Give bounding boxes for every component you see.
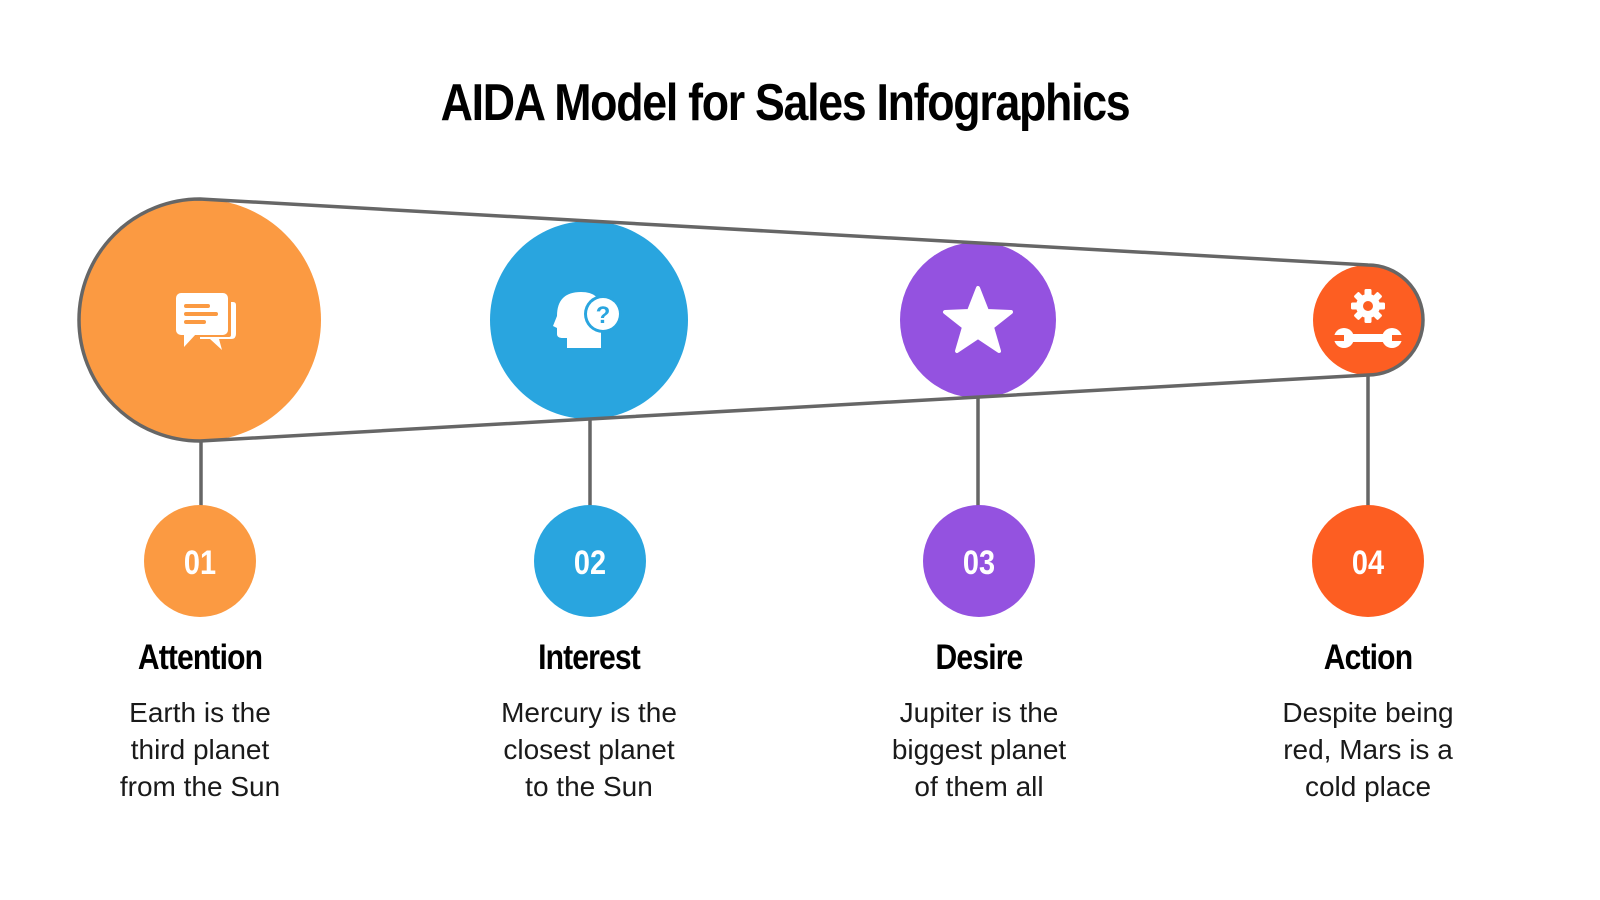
chat-bubbles-icon [176,293,236,350]
description-line: biggest planet [891,734,1067,765]
number-badge-2 [534,505,646,617]
description-line: red, Mars is a [1283,734,1453,765]
step-number-3: 03 [963,543,995,582]
step-number-2: 02 [574,543,606,582]
description-line: Earth is the [129,697,271,728]
number-badge-4 [1312,505,1424,617]
description-line: cold place [1304,771,1432,802]
description-line: from the Sun [119,771,281,802]
description-line: closest planet [503,734,675,765]
description-line: of them all [914,771,1044,802]
step-label-desire: Desire [935,638,1024,677]
step-number-4: 04 [1352,543,1385,582]
step-description-attention: Earth is the third planet from the Sun [80,694,320,805]
gear-wrench-icon [1332,289,1404,348]
step-description-action: Despite being red, Mars is a cold place [1248,694,1488,805]
number-badge-3 [923,505,1035,617]
step-label-action: Action [1323,638,1413,677]
head-question-icon: ? [553,292,622,348]
svg-text:?: ? [596,302,611,329]
number-badge-1 [144,505,256,617]
description-line: third planet [130,734,270,765]
step-description-desire: Jupiter is the biggest planet of them al… [859,694,1099,805]
funnel-outline [77,197,1425,443]
step-label-attention: Attention [137,638,263,677]
description-line: Jupiter is the [899,697,1059,728]
step-number-1: 01 [184,543,216,582]
star-icon [943,286,1013,353]
description-line: Mercury is the [501,697,677,728]
description-line: to the Sun [525,771,653,802]
page-title: AIDA Model for Sales Infographics [440,74,1131,132]
step-description-interest: Mercury is the closest planet to the Sun [469,694,709,805]
description-line: Despite being [1282,697,1454,728]
step-label-interest: Interest [538,638,641,677]
